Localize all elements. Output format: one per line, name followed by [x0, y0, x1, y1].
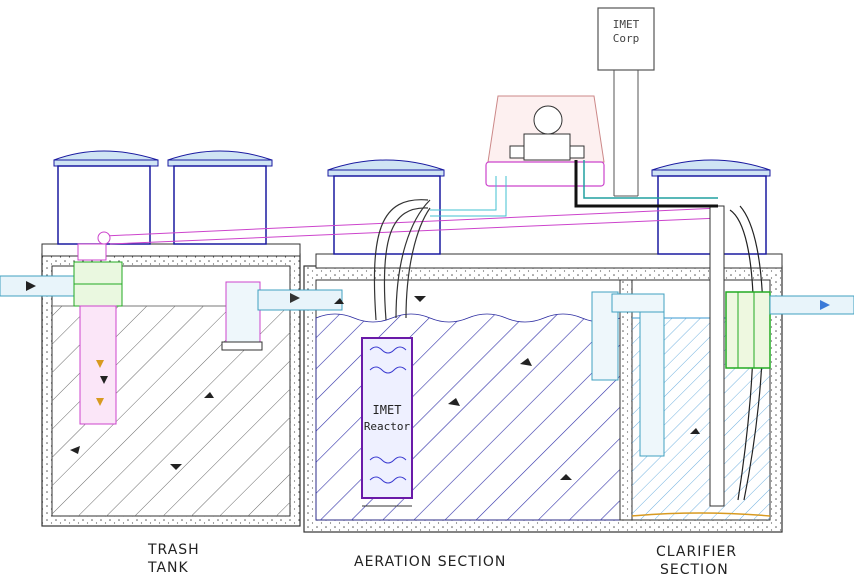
- reactor-label-line2: Reactor: [364, 420, 411, 433]
- corp-label-line1: IMET: [613, 18, 640, 31]
- green-clarifier-unit: [725, 291, 771, 369]
- trash-baffle: [73, 261, 123, 425]
- inlet-pipe: [0, 275, 77, 297]
- reactor-label-line1: IMET: [373, 403, 402, 417]
- partition-wall: [619, 279, 633, 521]
- air-hoses: [373, 199, 431, 321]
- main-tank-slab: [315, 253, 783, 269]
- imet-reactor: IMET Reactor: [361, 337, 413, 507]
- trash-tank-caption-line1: TRASH: [147, 542, 200, 558]
- clarifier-caption-line1: CLARIFIER: [656, 544, 737, 560]
- recirculation-pipe: [77, 176, 721, 261]
- clarifier-pipes: [591, 205, 764, 507]
- outflow-arrow-icon: [820, 300, 830, 310]
- lid-aeration: [327, 159, 445, 255]
- inflow-arrow-icon: [26, 281, 36, 291]
- corp-label-line2: Corp: [613, 32, 640, 45]
- blower-unit: [485, 95, 605, 187]
- return-pipe: [574, 160, 718, 208]
- aeration-caption: AERATION SECTION: [354, 554, 506, 570]
- outlet-pipe: [769, 295, 854, 315]
- lid-trash-1: [53, 150, 159, 245]
- captions: TRASH TANK AERATION SECTION CLARIFIER SE…: [147, 542, 737, 578]
- transfer-pipe: [221, 281, 343, 351]
- lid-trash-2: [167, 150, 273, 245]
- trash-tank-caption-line2: TANK: [147, 560, 189, 576]
- pipe-elbow-icon: [97, 231, 111, 245]
- flow-arrows: [70, 296, 700, 480]
- control-panel: IMET Corp: [597, 7, 655, 197]
- clarifier-caption-line2: SECTION: [660, 562, 729, 578]
